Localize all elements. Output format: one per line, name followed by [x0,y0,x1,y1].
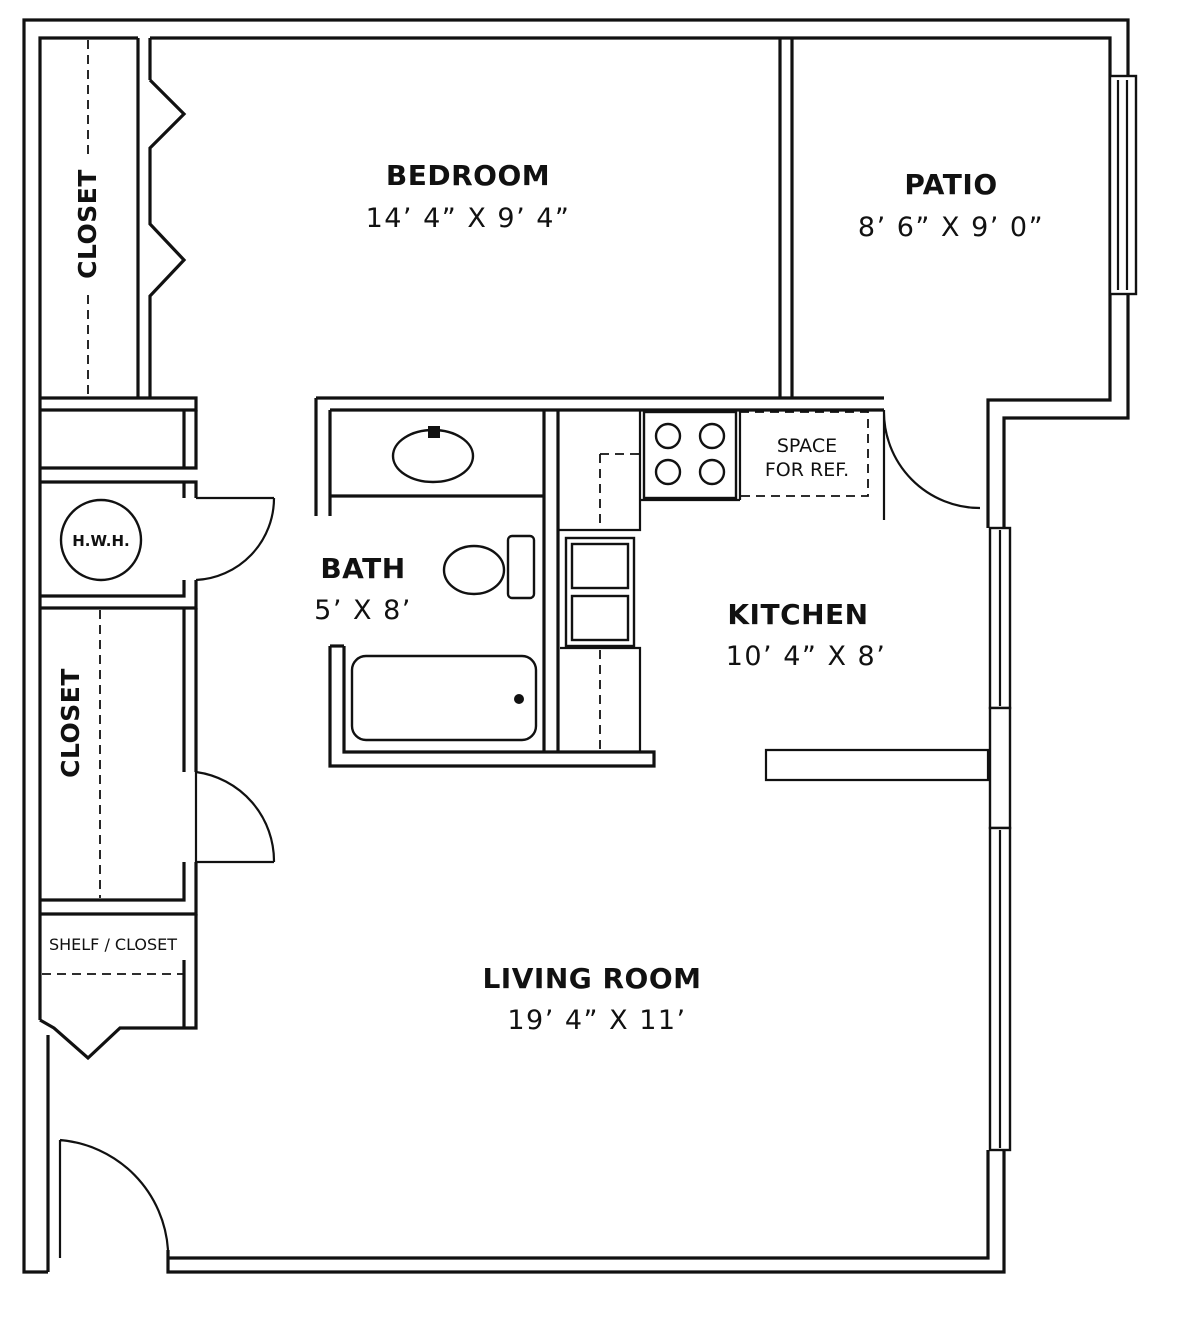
closet-top-label-text: CLOSET [73,169,102,279]
bathroom [328,410,656,768]
tub-drain-icon [514,694,524,704]
toilet-icon [442,544,506,596]
kitchen [558,410,990,782]
kitchen-name: KITCHEN [727,598,868,631]
hwh-label: H.W.H. [72,532,130,550]
ref-space-line2: FOR REF. [765,459,849,481]
hwh-closet [40,482,276,610]
interior-walls [314,38,981,520]
labels: BEDROOM 14’ 4” X 9’ 4” PATIO 8’ 6” X 9’ … [49,159,1044,1036]
kitchen-dims: 10’ 4” X 8’ [726,641,887,672]
shelf-closet [39,914,198,1061]
bedroom-dims: 14’ 4” X 9’ 4” [366,203,571,234]
bath-name: BATH [320,552,405,585]
patio-window [1108,74,1138,296]
hwh-door [195,496,276,582]
stove-icon [642,410,738,500]
bedroom-name: BEDROOM [386,159,550,192]
living-dims: 19’ 4” X 11’ [507,1005,686,1036]
breakfast-bar [764,748,990,782]
closet-mid-door [194,770,276,864]
closet-top [40,38,198,412]
living-name: LIVING ROOM [482,962,701,995]
faucet-icon [428,426,440,438]
entry-door [58,1138,170,1258]
fridge-space [739,411,869,497]
toilet-tank-icon [506,534,536,600]
shelf-small [40,410,198,498]
kitchen-patio-door [882,409,981,520]
shelf-closet-label: SHELF / CLOSET [49,935,177,954]
bathtub-icon [350,654,538,742]
ref-space-line1: SPACE [777,435,837,457]
closet-mid-label: CLOSET [56,668,85,778]
water-heater-icon [59,498,143,582]
window-mid [988,706,1012,830]
bath-dims: 5’ X 8’ [314,595,412,626]
exterior-walls [22,18,1138,1274]
patio-dims: 8’ 6” X 9’ 0” [858,212,1044,243]
patio-name: PATIO [904,168,997,201]
